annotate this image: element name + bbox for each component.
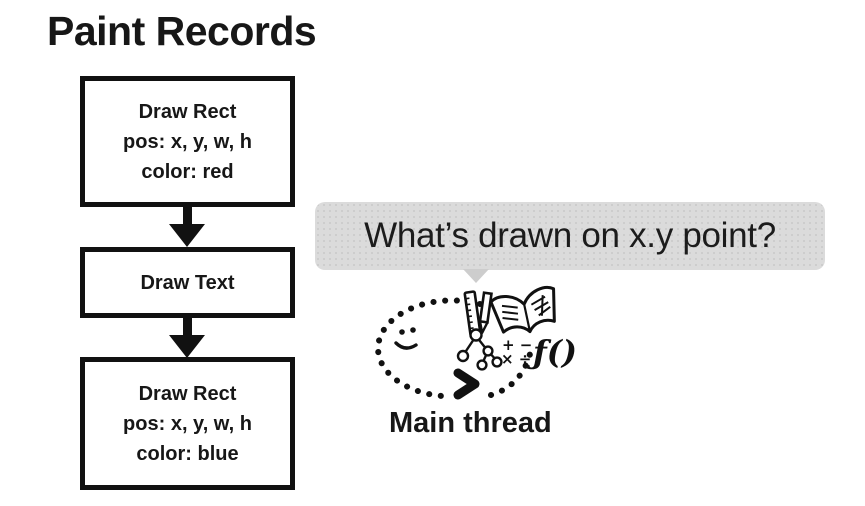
flow-box-line: Draw Text <box>140 271 235 294</box>
open-book-icon <box>489 285 556 334</box>
arrow-head <box>169 224 205 247</box>
flow-arrow-down-icon <box>169 318 206 358</box>
flow-box-line: pos: x, y, w, h <box>123 412 252 435</box>
flow-box-line: pos: x, y, w, h <box>123 130 252 153</box>
speech-bubble-text: What’s drawn on x.y point? <box>364 216 776 255</box>
math-symbols-icon: + − × ÷ <box>501 336 532 368</box>
dotted-loop-icon <box>375 297 483 399</box>
chevron-arrow-icon <box>453 368 480 400</box>
main-thread-label: Main thread <box>389 407 552 439</box>
smiley-face-icon <box>394 327 418 350</box>
arrow-head <box>169 335 205 358</box>
flow-arrow-down-icon <box>169 207 206 247</box>
main-thread-doodle: + − × ÷ ƒ() <box>375 285 577 400</box>
flow-box-draw-rect-blue: Draw Rect pos: x, y, w, h color: blue <box>80 357 295 490</box>
flow-box-line: Draw Rect <box>138 382 237 405</box>
flow-box-draw-rect-red: Draw Rect pos: x, y, w, h color: red <box>80 76 295 207</box>
flow-box-line: color: red <box>141 160 234 183</box>
svg-text:+ −: + − <box>502 336 532 354</box>
function-notation-icon: ƒ() <box>527 333 577 371</box>
speech-bubble-tail <box>463 269 489 283</box>
node-tree-icon <box>456 328 503 371</box>
flow-box-line: Draw Rect <box>138 100 237 123</box>
arrow-shaft <box>183 207 192 226</box>
page-title: Paint Records <box>47 8 317 54</box>
speech-bubble: What’s drawn on x.y point? <box>315 202 825 270</box>
pencil-icon <box>478 291 493 335</box>
arrow-shaft <box>183 318 192 337</box>
flow-box-draw-text: Draw Text <box>80 247 295 318</box>
svg-text:× ÷: × ÷ <box>501 350 531 368</box>
flow-box-line: color: blue <box>136 442 239 465</box>
